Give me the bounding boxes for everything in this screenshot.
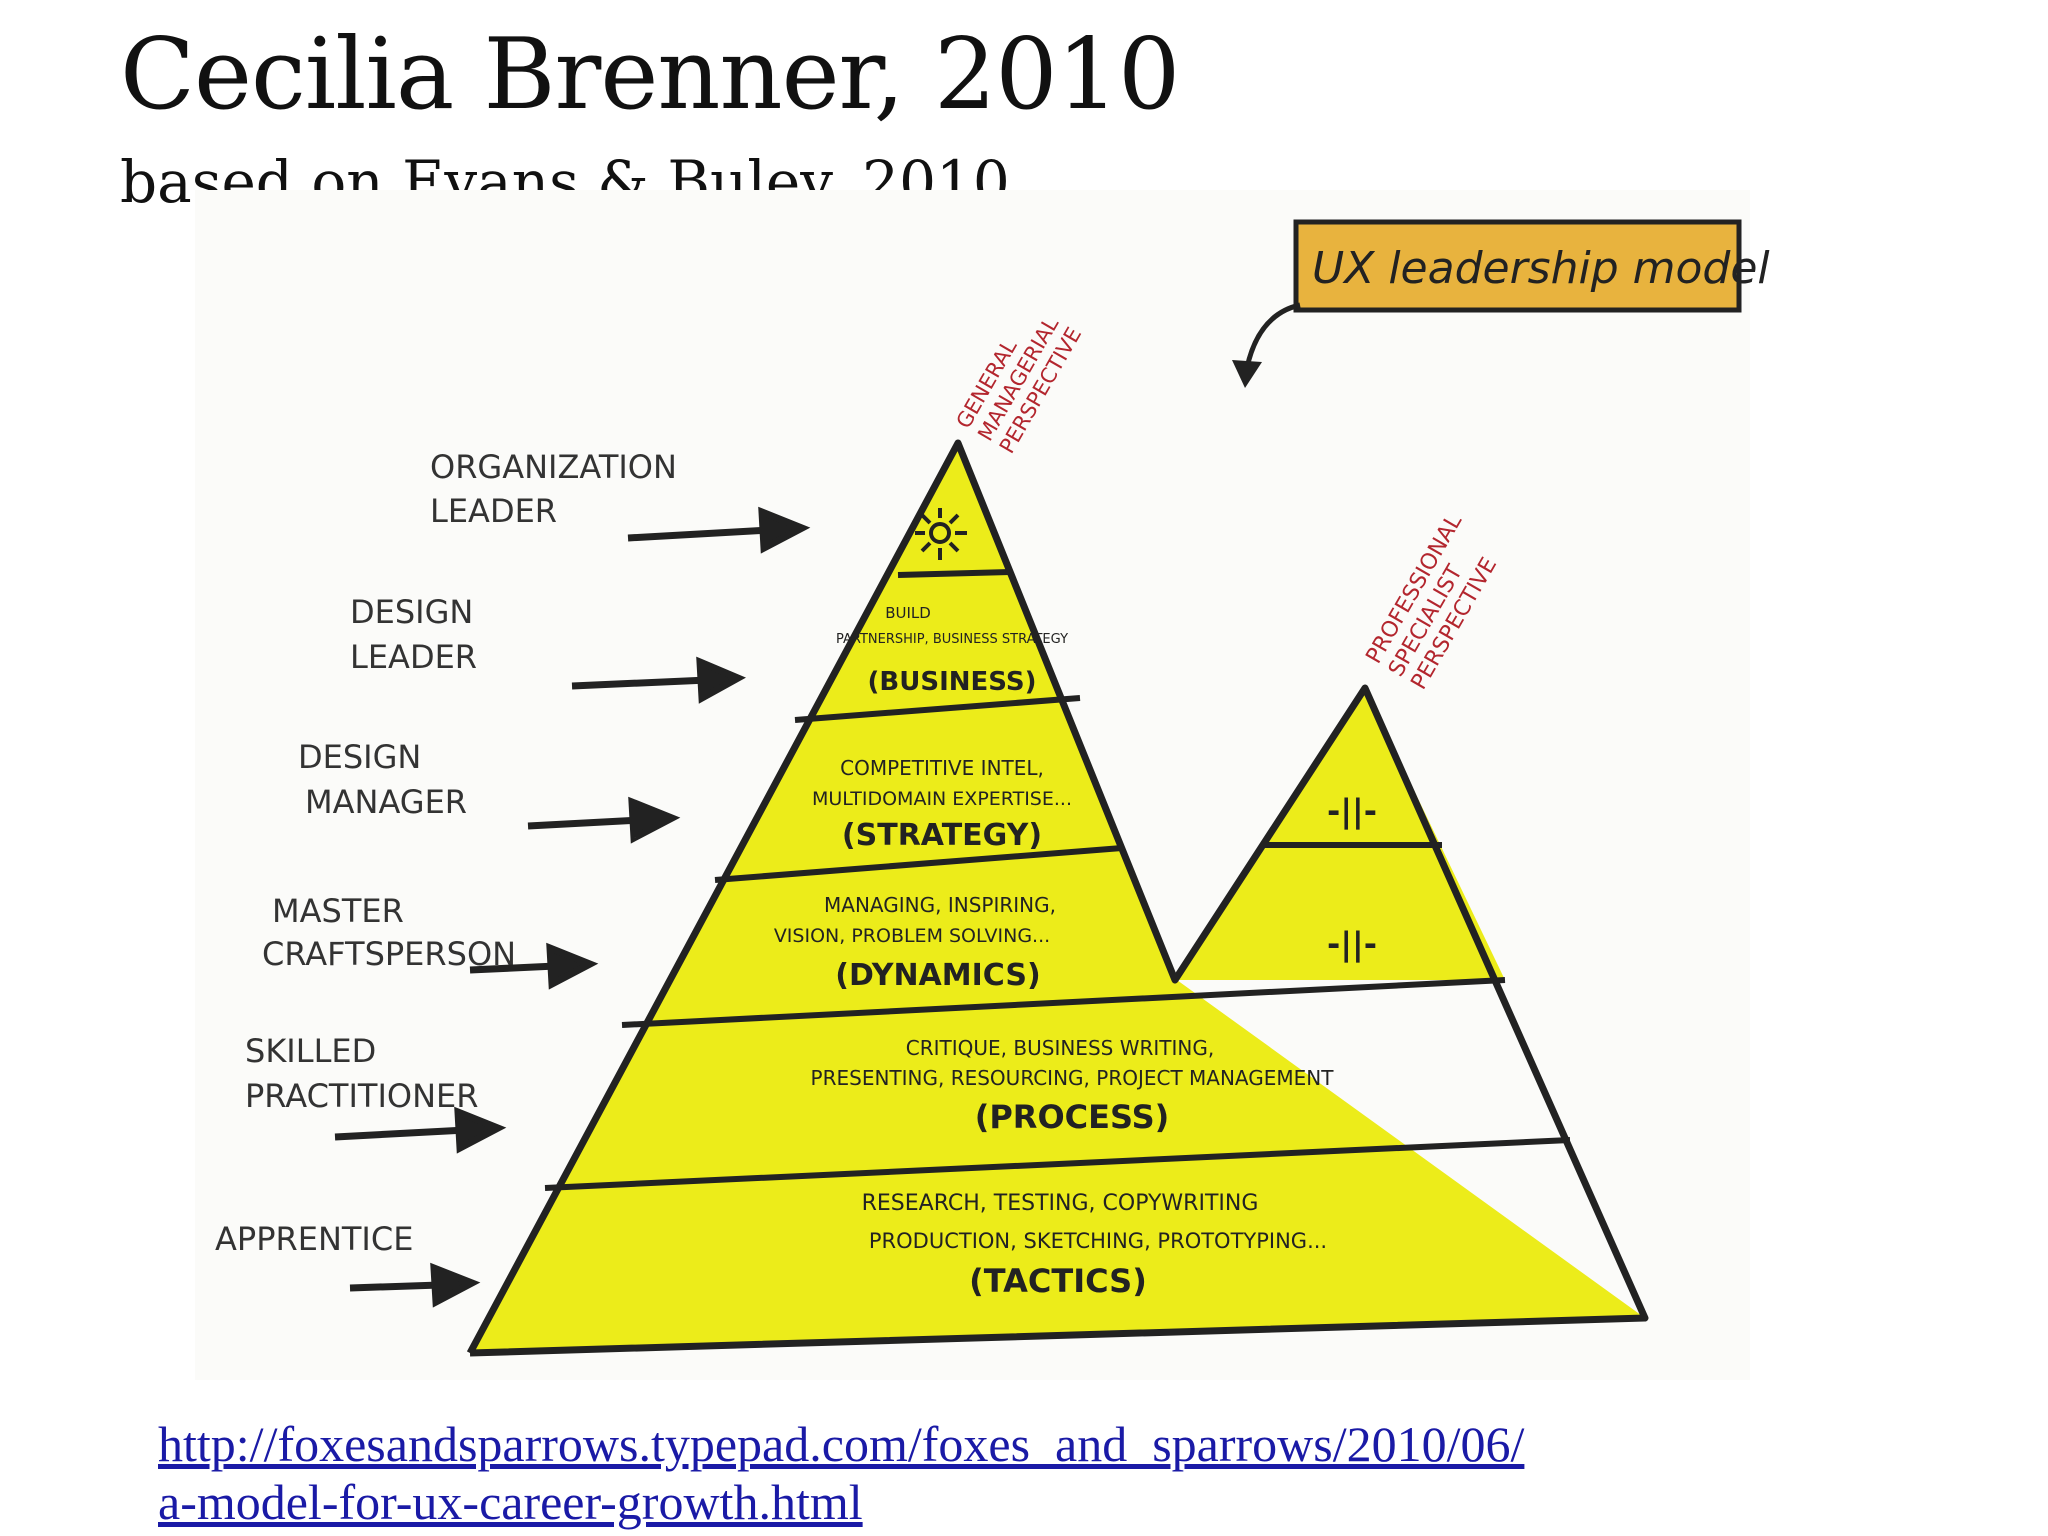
tier-business-name: (BUSINESS) xyxy=(868,667,1037,697)
main-pyramid-outline xyxy=(466,439,1649,1357)
source-link-line2[interactable]: a-model-for-ux-career-growth.html xyxy=(158,1474,863,1530)
tier-dynamics-line2: VISION, PROBLEM SOLVING... xyxy=(774,925,1050,947)
role-6-line1: APPRENTICE xyxy=(215,1220,413,1258)
tier-dividers xyxy=(544,569,1571,1191)
role-1-line1: ORGANIZATION xyxy=(430,448,677,486)
main-pyramid-fill xyxy=(470,443,1645,1353)
slide-title: Cecilia Brenner, 2010 xyxy=(120,18,1180,132)
tier-business-line1: BUILD xyxy=(885,604,931,622)
tier-dynamics-name: (DYNAMICS) xyxy=(835,958,1040,993)
tier-tactics-line1: RESEARCH, TESTING, COPYWRITING xyxy=(862,1191,1259,1216)
tier-strategy-line1: COMPETITIVE INTEL, xyxy=(840,756,1044,780)
tier-process-line1: CRITIQUE, BUSINESS WRITING, xyxy=(906,1036,1214,1060)
role-2-line2: LEADER xyxy=(350,638,477,676)
role-5-line1: SKILLED xyxy=(245,1032,376,1070)
tier-strategy-name: (STRATEGY) xyxy=(842,818,1042,853)
role-4-line1: MASTER xyxy=(272,892,404,930)
sun-icon xyxy=(915,508,967,560)
role-3-line2: MANAGER xyxy=(305,783,467,821)
tier-process-line2: PRESENTING, RESOURCING, PROJECT MANAGEME… xyxy=(811,1066,1335,1090)
role-2-line1: DESIGN xyxy=(350,593,473,631)
tier-tactics-name: (TACTICS) xyxy=(969,1262,1147,1300)
role-arrows xyxy=(334,506,811,1308)
source-link-line1[interactable]: http://foxesandsparrows.typepad.com/foxe… xyxy=(158,1416,1525,1472)
tier-process-name: (PROCESS) xyxy=(975,1098,1170,1136)
tier-tactics-line2: PRODUCTION, SKETCHING, PROTOTYPING... xyxy=(869,1229,1327,1253)
second-peak-ditto-top: -||- xyxy=(1327,792,1377,831)
tier-strategy-line2: MULTIDOMAIN EXPERTISE... xyxy=(812,788,1072,810)
model-label-box xyxy=(1293,219,1742,313)
role-3-line1: DESIGN xyxy=(298,738,421,776)
role-5-line2: PRACTITIONER xyxy=(245,1077,478,1115)
second-peak-fill xyxy=(1175,688,1505,980)
second-peak-annotation: PROFESSIONAL SPECIALIST PERSPECTIVE xyxy=(1362,509,1503,694)
role-1-line2: LEADER xyxy=(430,492,557,530)
second-peak-ditto-bottom: -||- xyxy=(1327,925,1377,964)
model-label-text: UX leadership model xyxy=(1312,243,1770,294)
main-peak-annotation: GENERAL MANAGERIAL PERSPECTIVE xyxy=(952,313,1087,458)
tier-dynamics-line1: MANAGING, INSPIRING, xyxy=(824,893,1056,917)
tier-business-line2: PARTNERSHIP, BUSINESS STRATEGY xyxy=(836,632,1068,647)
model-label-arrowhead xyxy=(1232,360,1262,388)
source-link[interactable]: http://foxesandsparrows.typepad.com/foxe… xyxy=(158,1415,1524,1531)
